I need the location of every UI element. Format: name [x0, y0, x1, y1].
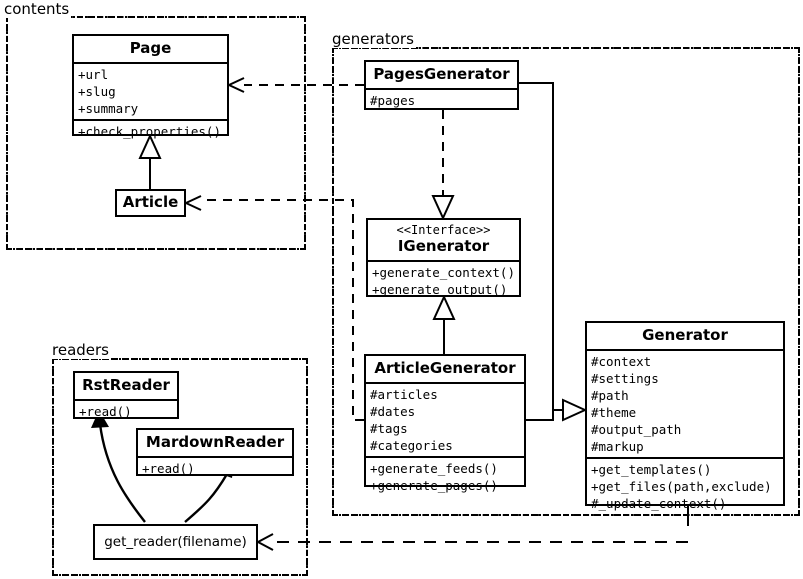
class-page-methods: +check_properties() [74, 119, 227, 142]
class-generator[interactable]: Generator #context #settings #path #them… [585, 321, 785, 511]
class-mardown-reader-header: MardownReader [138, 430, 292, 456]
class-pages-generator-header: PagesGenerator [366, 62, 517, 88]
class-igenerator-title: IGenerator [397, 237, 490, 255]
class-rst-reader-header: RstReader [75, 373, 177, 399]
method: #_update_context() [591, 496, 727, 511]
package-readers-label: readers [50, 341, 111, 359]
attribute: #theme [591, 405, 637, 420]
class-article-generator-header: ArticleGenerator [366, 356, 524, 382]
class-page-title: Page [129, 39, 172, 57]
class-rst-reader[interactable]: RstReader +read() [73, 371, 179, 419]
method: +get_files(path,exclude) [591, 479, 772, 494]
class-igenerator-header: <<Interface>> IGenerator [368, 220, 519, 260]
attribute: #dates [370, 404, 416, 419]
class-pages-generator-title: PagesGenerator [373, 65, 510, 83]
attribute: #settings [591, 371, 659, 386]
class-article-header: Article [117, 191, 184, 215]
class-page-header: Page [74, 36, 227, 62]
class-mardown-reader-title: MardownReader [145, 433, 285, 451]
attribute: #path [591, 388, 629, 403]
class-rst-reader-title: RstReader [82, 376, 170, 394]
class-article-generator-attributes: #articles #dates #tags #categories [366, 382, 524, 456]
class-article-generator-title: ArticleGenerator [374, 359, 516, 377]
class-mardown-reader-methods: +read() [138, 456, 292, 479]
attribute: +url [78, 67, 109, 82]
method: +generate_output() [372, 282, 508, 297]
package-contents-border-overlay [6, 16, 306, 250]
method: +get_templates() [591, 462, 712, 477]
attribute: #pages [370, 93, 416, 108]
method: +generate_context() [372, 265, 515, 280]
class-generator-header: Generator [587, 323, 783, 349]
class-article[interactable]: Article [115, 189, 186, 217]
class-generator-attributes: #context #settings #path #theme #output_… [587, 349, 783, 457]
class-mardown-reader[interactable]: MardownReader +read() [136, 428, 294, 476]
class-pages-generator-attributes: #pages [366, 88, 517, 111]
method: +read() [79, 404, 132, 419]
class-article-generator[interactable]: ArticleGenerator #articles #dates #tags … [364, 354, 526, 493]
package-contents-label: contents [2, 0, 72, 18]
class-igenerator[interactable]: <<Interface>> IGenerator +generate_conte… [366, 218, 521, 297]
class-rst-reader-methods: +read() [75, 399, 177, 422]
method: +check_properties() [78, 124, 221, 139]
method: +generate_pages() [370, 478, 498, 493]
attribute: #markup [591, 439, 644, 454]
attribute: #categories [370, 438, 453, 453]
method: +generate_feeds() [370, 461, 498, 476]
class-generator-methods: +get_templates() +get_files(path,exclude… [587, 457, 783, 514]
package-generators-label: generators [330, 30, 416, 48]
class-page[interactable]: Page +url +slug +summary +check_properti… [72, 34, 229, 139]
class-igenerator-methods: +generate_context() +generate_output() [368, 260, 519, 300]
attribute: +slug [78, 84, 116, 99]
method: +read() [142, 461, 195, 476]
attribute: #context [591, 354, 652, 369]
class-page-attributes: +url +slug +summary [74, 62, 227, 119]
class-generator-title: Generator [642, 326, 728, 344]
attribute: #articles [370, 387, 438, 402]
class-igenerator-stereotype: <<Interface>> [396, 223, 491, 237]
attribute: #output_path [591, 422, 682, 437]
attribute: +summary [78, 101, 139, 116]
package-readers-border-overlay [52, 358, 308, 576]
class-article-generator-methods: +generate_feeds() +generate_pages() [366, 456, 524, 496]
class-article-title: Article [122, 193, 179, 211]
attribute: #tags [370, 421, 408, 436]
function-get-reader[interactable]: get_reader(filename) [93, 524, 258, 560]
class-pages-generator[interactable]: PagesGenerator #pages [364, 60, 519, 110]
